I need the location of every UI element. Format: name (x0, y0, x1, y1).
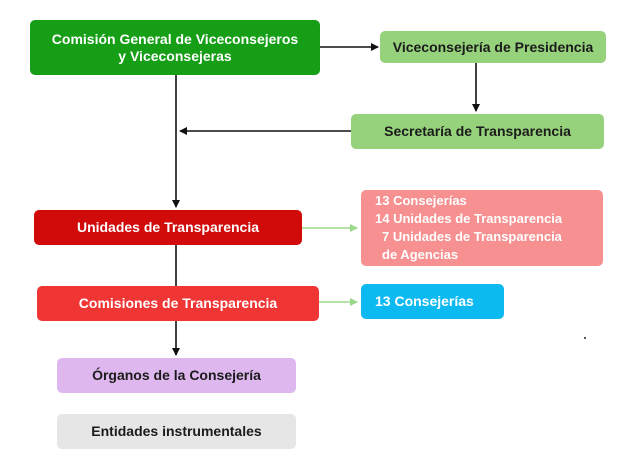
node-organos: Órganos de la Consejería (57, 358, 296, 393)
node-consejerias-comisiones-label: 13 Consejerías (375, 293, 474, 309)
node-comision-general: Comisión General de Viceconsejeros y Vic… (30, 20, 320, 75)
node-comisiones: Comisiones de Transparencia (37, 286, 319, 321)
node-consejerias-unidades-line-1: 13 Consejerías (375, 193, 467, 208)
node-unidades: Unidades de Transparencia (34, 210, 302, 245)
stray-dot (584, 337, 586, 339)
node-consejerias-comisiones: 13 Consejerías (361, 284, 504, 319)
node-consejerias-unidades: 13 Consejerías 14 Unidades de Transparen… (361, 190, 603, 266)
node-entidades-label: Entidades instrumentales (91, 423, 262, 439)
node-secretaria-label: Secretaría de Transparencia (384, 123, 571, 139)
node-consejerias-unidades-line-4: de Agencias (382, 247, 459, 262)
node-comision-line-2: y Viceconsejeras (118, 47, 232, 64)
node-viceconsejeria: Viceconsejería de Presidencia (380, 31, 606, 63)
node-comision-line-1: Comisión General de Viceconsejeros (51, 30, 299, 47)
node-consejerias-unidades-line-2: 14 Unidades de Transparencia (375, 211, 563, 226)
node-viceconsejeria-label: Viceconsejería de Presidencia (392, 38, 594, 55)
node-consejerias-unidades-line-3: 7 Unidades de Transparencia (382, 229, 562, 244)
node-entidades: Entidades instrumentales (57, 414, 296, 449)
node-unidades-label: Unidades de Transparencia (76, 219, 260, 235)
node-organos-label: Órganos de la Consejería (92, 367, 261, 383)
node-secretaria: Secretaría de Transparencia (351, 114, 604, 149)
node-comisiones-label: Comisiones de Transparencia (78, 295, 278, 311)
